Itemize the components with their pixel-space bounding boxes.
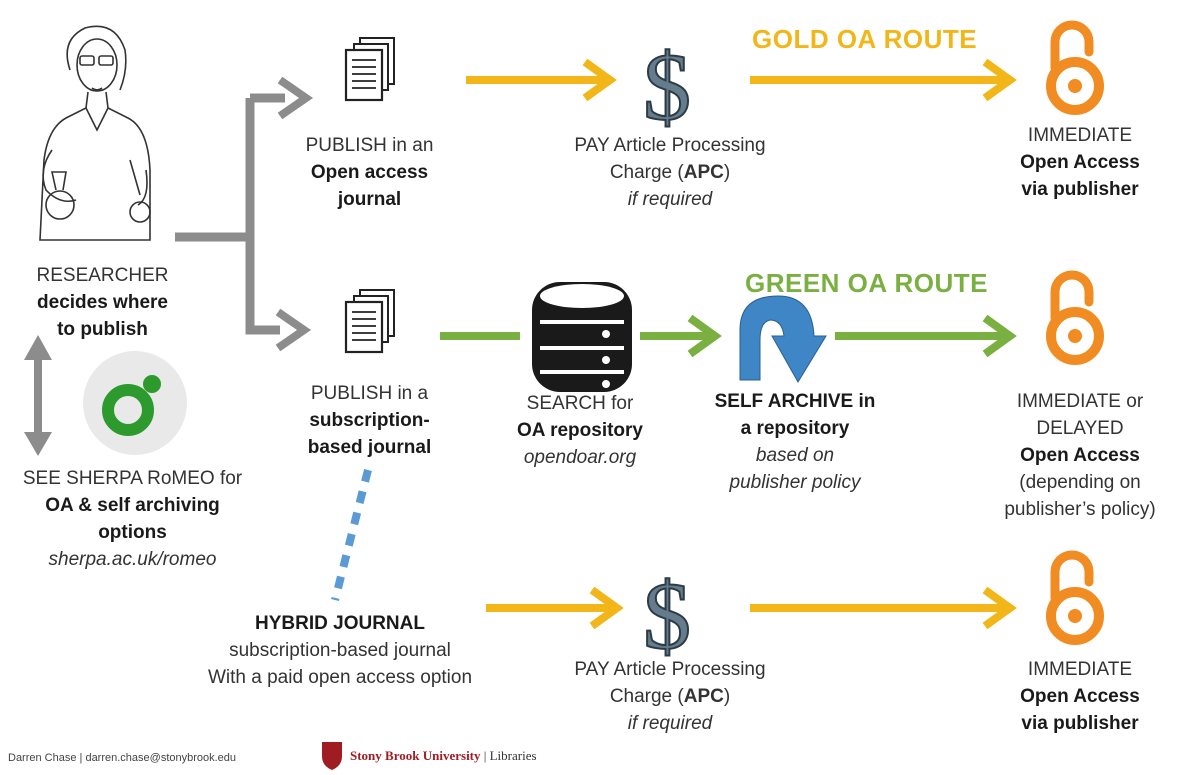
hybrid-pay-apc: APC xyxy=(683,686,724,707)
gold-publish-text: PUBLISH in an Open access journal xyxy=(282,132,457,213)
hybrid-pay-line1: PAY Article Processing xyxy=(574,659,766,680)
open-access-lock-icon xyxy=(1051,555,1099,640)
hybrid-journal-text: HYBRID JOURNAL subscription-based journa… xyxy=(155,610,525,691)
dollar-sign-icon: $ xyxy=(643,562,691,669)
self-archive-arrow-icon xyxy=(739,295,827,383)
researcher-line3: to publish xyxy=(57,319,148,340)
gold-pay-line2-post: ) xyxy=(723,162,731,183)
sherpa-line1: SEE SHERPA RoMEO for xyxy=(22,468,243,489)
researcher-text: RESEARCHER decides where to publish xyxy=(5,262,200,343)
green-result-line3: Open Access xyxy=(1020,445,1140,466)
hybrid-pay-text: PAY Article Processing Charge (APC) if r… xyxy=(540,656,800,737)
hybrid-pay-line2: Charge (APC) xyxy=(540,683,800,710)
gold-arrows xyxy=(466,58,1017,630)
open-access-lock-icon xyxy=(1051,275,1099,360)
green-result-line1: IMMEDIATE or xyxy=(1016,391,1144,412)
hybrid-journal-line2: subscription-based journal xyxy=(229,640,451,661)
green-archive-line4: publisher policy xyxy=(729,472,861,493)
green-search-line1: SEARCH for xyxy=(526,393,634,414)
gold-publish-line2: Open access xyxy=(310,162,429,183)
gold-pay-line2: Charge (APC) xyxy=(540,159,800,186)
hybrid-result-line2: Open Access xyxy=(1020,686,1140,707)
sherpa-romeo-logo xyxy=(83,351,187,455)
green-result-line2: DELAYED xyxy=(1036,418,1124,439)
gold-pay-line1: PAY Article Processing xyxy=(574,135,766,156)
branch-arrows xyxy=(175,76,314,352)
green-archive-line3: based on xyxy=(755,445,835,466)
green-result-line4: (depending on xyxy=(1019,472,1141,493)
gold-pay-line3: if required xyxy=(627,189,713,210)
open-access-lock-icon xyxy=(1051,25,1099,110)
dollar-sign-icon: $ xyxy=(643,33,691,140)
hybrid-pay-line3: if required xyxy=(627,713,713,734)
green-publish-text: PUBLISH in a subscription- based journal xyxy=(282,380,457,461)
green-publish-line3: based journal xyxy=(307,437,432,458)
green-arrows xyxy=(440,314,1017,358)
green-archive-line1: SELF ARCHIVE in xyxy=(714,391,876,412)
gold-result-line2: Open Access xyxy=(1020,152,1140,173)
footer-credit: Darren Chase | darren.chase@stonybrook.e… xyxy=(8,752,237,764)
footer-org-university: University xyxy=(422,748,481,763)
gold-pay-text: PAY Article Processing Charge (APC) if r… xyxy=(540,132,800,213)
database-icon xyxy=(532,282,632,392)
gold-route-label: GOLD OA ROUTE xyxy=(752,24,978,54)
hybrid-journal-line3: With a paid open access option xyxy=(207,667,473,688)
footer-org-libraries: | Libraries xyxy=(483,748,537,763)
green-result-line5: publisher’s policy) xyxy=(1004,499,1156,520)
hybrid-journal-line1: HYBRID JOURNAL xyxy=(255,613,425,634)
footer-org-name: Stony Brook xyxy=(350,748,420,763)
green-archive-line2: a repository xyxy=(740,418,850,439)
hybrid-pay-line2-pre: Charge ( xyxy=(609,686,684,707)
gold-result-line3: via publisher xyxy=(1021,179,1139,200)
hybrid-pay-line2-post: ) xyxy=(723,686,731,707)
green-route-label: GREEN OA ROUTE xyxy=(745,268,988,298)
green-publish-line2: subscription- xyxy=(309,410,430,431)
hybrid-result-line1: IMMEDIATE xyxy=(1027,659,1133,680)
gold-publish-line3: journal xyxy=(337,189,402,210)
green-result-text: IMMEDIATE or DELAYED Open Access (depend… xyxy=(980,388,1180,523)
green-archive-text: SELF ARCHIVE in a repository based on pu… xyxy=(690,388,900,496)
sherpa-text: SEE SHERPA RoMEO for OA & self archiving… xyxy=(0,465,265,573)
footer-org: Stony Brook University | Libraries xyxy=(350,748,537,764)
green-publish-line1: PUBLISH in a xyxy=(310,383,429,404)
double-arrow xyxy=(24,335,52,456)
green-search-text: SEARCH for OA repository opendoar.org xyxy=(490,390,670,471)
researcher-line2: decides where xyxy=(37,292,168,313)
document-stack-icon xyxy=(344,288,396,354)
gold-publish-line1: PUBLISH in an xyxy=(305,135,434,156)
stony-brook-shield-icon xyxy=(322,742,342,770)
researcher-line1: RESEARCHER xyxy=(36,265,169,286)
document-stack-icon xyxy=(344,36,396,102)
hybrid-dashed-line xyxy=(331,469,372,601)
hybrid-result-text: IMMEDIATE Open Access via publisher xyxy=(990,656,1170,737)
gold-pay-apc: APC xyxy=(683,162,724,183)
hybrid-result-line3: via publisher xyxy=(1021,713,1139,734)
sherpa-url: sherpa.ac.uk/romeo xyxy=(48,549,217,570)
researcher-illustration xyxy=(39,25,151,241)
green-search-line2: OA repository xyxy=(517,420,643,441)
sherpa-line3: options xyxy=(98,522,167,543)
gold-result-text: IMMEDIATE Open Access via publisher xyxy=(990,122,1170,203)
gold-result-line1: IMMEDIATE xyxy=(1027,125,1133,146)
green-search-line3: opendoar.org xyxy=(523,447,637,468)
gold-pay-line2-pre: Charge ( xyxy=(609,162,684,183)
sherpa-line2: OA & self archiving xyxy=(45,495,220,516)
